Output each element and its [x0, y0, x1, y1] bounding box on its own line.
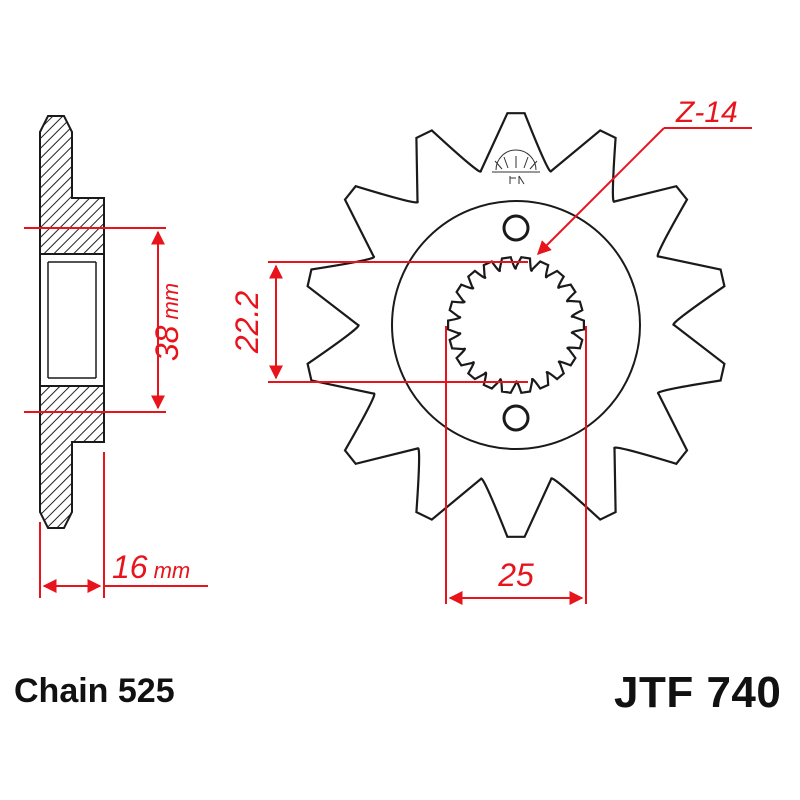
spline-bore — [447, 255, 585, 395]
side-dimensions — [24, 227, 208, 598]
spline-outer-label: 25 — [497, 557, 534, 593]
side-bore — [39, 253, 105, 387]
teeth-leader-line — [537, 127, 665, 255]
part-number-label: JTF 740 — [614, 668, 782, 717]
logo-stamp — [492, 149, 540, 185]
side-view — [39, 115, 105, 529]
side-section-lower — [39, 411, 105, 529]
spline-inner-label: 22.2 — [229, 291, 265, 354]
hub-circle — [391, 200, 641, 450]
chain-size-label: Chain 525 — [14, 672, 175, 710]
bolt-hole-top — [502, 214, 530, 242]
side-section-bore-top — [39, 227, 105, 255]
side-section-upper — [39, 115, 105, 229]
front-view — [306, 112, 726, 538]
bolt-hole-bottom — [502, 404, 530, 432]
side-section-bore-bottom — [39, 385, 105, 413]
bore-dimension-label: 38mm — [149, 283, 185, 361]
teeth-count-label: Z-14 — [675, 96, 738, 129]
front-dimensions — [268, 127, 752, 605]
